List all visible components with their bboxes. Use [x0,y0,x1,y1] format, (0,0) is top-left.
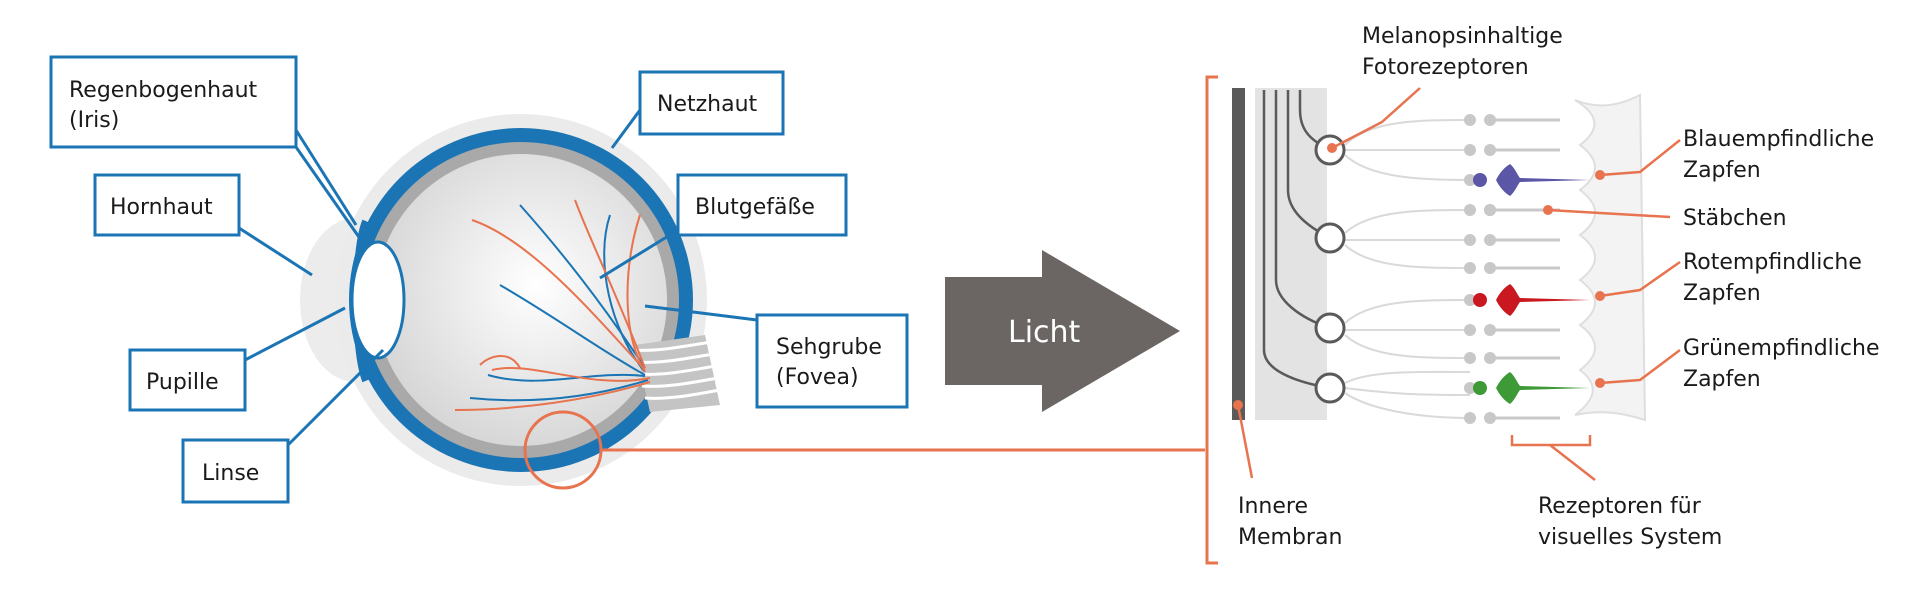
connecting-fibres [1344,119,1471,419]
label-red-cones-line1: Rotempfindliche [1683,250,1862,275]
pigment-epithelium [1574,93,1647,422]
label-visual-receptors-line1: Rezeptoren für [1538,494,1702,519]
label-iris-line2: (Iris) [69,108,119,133]
label-box-retina [638,70,785,136]
label-box-iris [49,55,298,149]
vitreous-body [375,154,667,446]
label-membrane-line1: Innere [1238,494,1308,519]
label-box-vessels [676,173,848,237]
green-cone [1473,372,1590,404]
inner-membrane [1232,88,1245,420]
label-box-pupil [128,348,247,412]
label-melanopsin-line2: Fotorezeptoren [1362,55,1529,80]
label-box-cornea [93,173,241,237]
label-iris-line1: Regenbogenhaut [69,78,258,103]
optic-nerve [632,335,721,412]
label-melanopsin-line1: Melanopsinhaltige [1362,24,1563,49]
label-green-cones-line1: Grünempfindliche [1683,336,1879,361]
retina-bracket [1205,75,1218,565]
label-blue-cones-line1: Blauempfindliche [1683,127,1874,152]
lens-shape [350,240,406,360]
label-green-cones-line2: Zapfen [1683,367,1761,392]
red-cone [1473,284,1590,316]
label-blue-cones-line2: Zapfen [1683,158,1761,183]
light-arrow-label: Licht [1008,315,1081,350]
label-membrane-line2: Membran [1238,525,1342,550]
label-vessels: Blutgefäße [695,195,815,220]
label-pupil: Pupille [146,370,219,395]
blood-vessels [454,199,651,411]
label-visual-receptors-line2: visuelles System [1538,525,1722,550]
label-fovea-line2: (Fovea) [776,365,859,390]
label-fovea-line1: Sehgrube [776,335,882,360]
leader-dots [1233,143,1605,410]
retina-leader-lines [1236,87,1681,481]
label-red-cones-line2: Zapfen [1683,281,1761,306]
label-box-lens [181,438,290,504]
ganglion-layer [1255,88,1327,420]
blue-cone [1473,164,1590,196]
label-cornea: Hornhaut [110,195,213,220]
label-box-fovea [755,313,909,409]
eyeball [300,114,707,486]
label-retina: Netzhaut [657,92,758,117]
eye-leader-lines [238,109,758,447]
light-arrow [945,250,1180,412]
label-lens: Linse [202,461,259,486]
label-rods: Stäbchen [1683,206,1787,231]
melanopsin-cells [1314,134,1346,404]
